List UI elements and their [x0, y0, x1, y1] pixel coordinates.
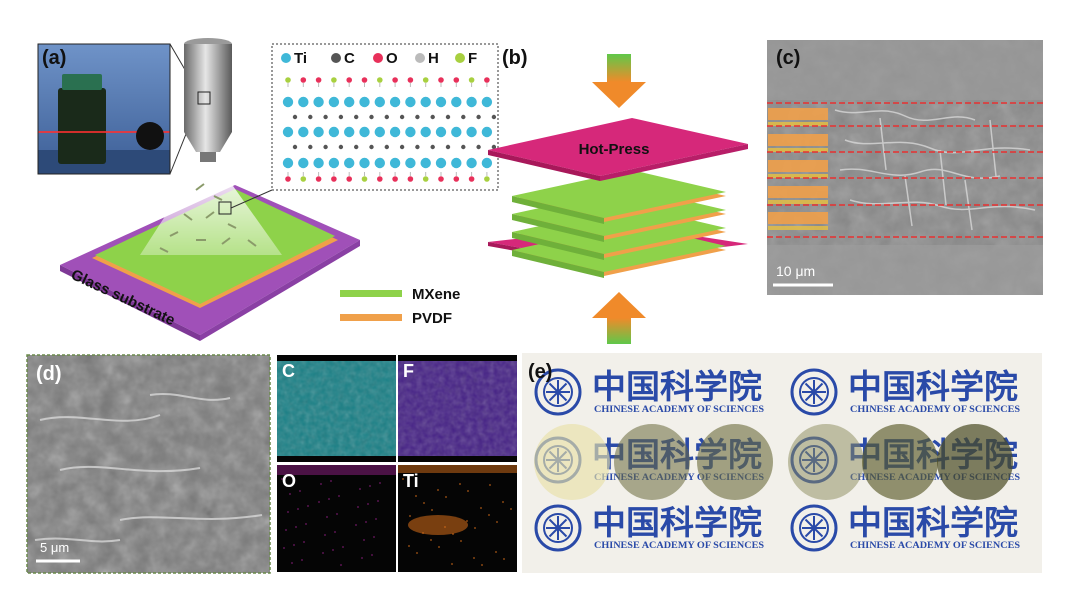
eds-map-ti: Ti — [398, 465, 517, 572]
arrow-down-icon — [592, 54, 646, 108]
mxene-pvdf-layer — [512, 170, 726, 218]
mxene-film-disc — [534, 424, 610, 500]
eds-map-label: C — [282, 361, 295, 381]
pvdf-band — [768, 108, 828, 120]
cas-logo-english: CHINESE ACADEMY OF SCIENCES — [850, 404, 1020, 414]
sem-cross-section — [767, 40, 1043, 295]
cas-logo-chinese: 中国科学院 — [592, 504, 762, 542]
mxene-film-disc — [788, 424, 864, 500]
panel-a: (a) — [37, 38, 499, 341]
hot-press-label: Hot-Press — [579, 141, 650, 158]
pvdf-band — [768, 212, 828, 224]
cas-logo-english: CHINESE ACADEMY OF SCIENCES — [594, 540, 764, 550]
eds-map-label: Ti — [403, 471, 419, 491]
atom-legend-dot — [373, 53, 383, 63]
press-plate — [488, 118, 748, 176]
cas-emblem-icon — [534, 504, 582, 552]
pvdf-legend-label: PVDF — [412, 310, 452, 327]
mxene-film-disc — [937, 424, 1013, 500]
atom-legend-label: Ti — [294, 50, 307, 67]
layer-stack: Hot-Press — [488, 118, 748, 278]
pvdf-band — [768, 160, 828, 172]
atom-legend-dot — [455, 53, 465, 63]
zoom-line — [230, 189, 273, 209]
eds-maps: C F O Ti — [277, 355, 517, 572]
eds-map-label: F — [403, 361, 414, 381]
atom-legend-dot — [415, 53, 425, 63]
pvdf-band — [768, 186, 828, 198]
panel-label-b: (b) — [502, 47, 528, 69]
flakes — [159, 183, 257, 253]
mxene-legend-label: MXene — [412, 286, 460, 303]
eds-map-f: F — [398, 355, 517, 462]
mxene-film-disc — [614, 424, 690, 500]
mxene-film-disc — [697, 424, 773, 500]
mxene-film-disc — [862, 424, 938, 500]
pvdf-swatch — [340, 314, 402, 321]
panel-label-d: (d) — [36, 363, 62, 385]
sem-surface — [27, 355, 270, 573]
panel-label-a: (a) — [42, 47, 66, 69]
spray-cone — [140, 162, 282, 255]
cas-logo-chinese: 中国科学院 — [848, 504, 1018, 542]
cas-logo-chinese: 中国科学院 — [592, 368, 762, 406]
atom-legend-label: O — [386, 50, 398, 67]
spray-nozzle-icon — [184, 38, 232, 162]
eds-map-label: O — [282, 471, 296, 491]
eds-map-o: O — [277, 465, 396, 572]
cas-logo-english: CHINESE ACADEMY OF SCIENCES — [594, 404, 764, 414]
cas-logo-chinese: 中国科学院 — [848, 368, 1018, 406]
mxene-swatch — [340, 290, 402, 297]
pvdf-band — [768, 134, 828, 146]
layer-legend: MXene PVDF — [340, 286, 460, 327]
atom-legend-label: C — [344, 50, 355, 67]
atom-legend-dot — [281, 53, 291, 63]
cas-emblem-icon — [790, 504, 838, 552]
atom-legend-label: H — [428, 50, 439, 67]
vial-photo-frame — [37, 43, 171, 175]
cas-logo-english: CHINESE ACADEMY OF SCIENCES — [850, 540, 1020, 550]
atom-legend: Ti C O H F — [281, 50, 477, 67]
scalebar-label-c: 10 μm — [776, 263, 815, 279]
atom-legend-label: F — [468, 50, 477, 67]
panel-label-c: (c) — [776, 47, 800, 69]
panel-d: (d) 5 μm C F O Ti — [26, 354, 517, 574]
cas-logo-english: CHINESE ACADEMY OF SCIENCES — [850, 472, 1020, 482]
arrow-up-icon — [592, 292, 646, 344]
cas-emblem-icon — [790, 368, 838, 416]
eds-map-c: C — [277, 355, 396, 462]
sem-surface-frame — [26, 354, 271, 574]
panel-b: (b) Hot-Press — [488, 47, 748, 344]
atomic-structure: Ti C O H F — [271, 43, 499, 191]
scalebar-label-d: 5 μm — [40, 540, 69, 555]
vial-photo — [38, 44, 170, 174]
panel-label-e: (e) — [528, 361, 552, 383]
atom-legend-dot — [331, 53, 341, 63]
panel-c: (c) 10 μm — [767, 40, 1043, 295]
cas-emblem-icon — [534, 368, 582, 416]
